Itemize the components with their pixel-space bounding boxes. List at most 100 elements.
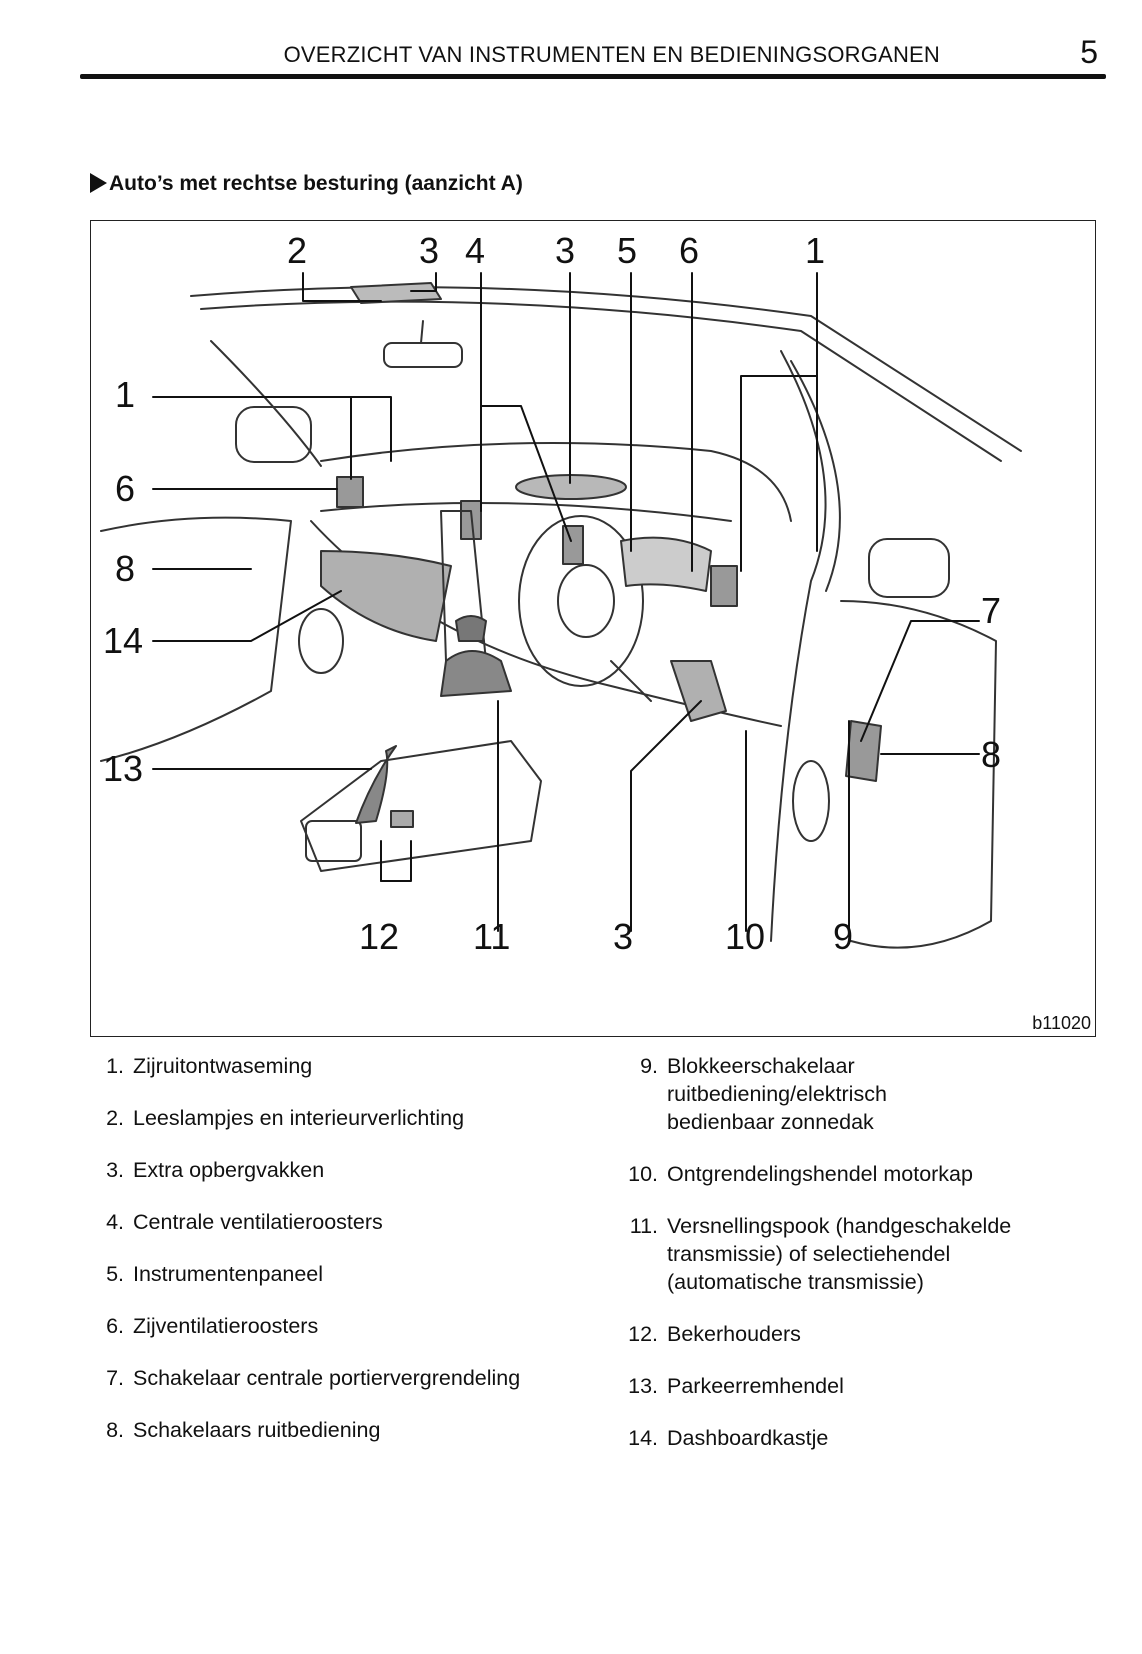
legend-number: 2. bbox=[106, 1106, 124, 1130]
callout-number: 4 bbox=[465, 230, 486, 271]
legend-text: Dashboardkastje bbox=[667, 1426, 829, 1450]
gear-knob bbox=[455, 615, 487, 642]
glove-box bbox=[320, 550, 452, 642]
right-speaker bbox=[792, 760, 830, 842]
left-speaker bbox=[298, 608, 344, 674]
figure-code: b11020 bbox=[1032, 1013, 1091, 1033]
instrument-panel bbox=[620, 536, 712, 592]
cup-holder-1 bbox=[305, 820, 362, 862]
legend-text: Parkeerremhendel bbox=[667, 1374, 844, 1398]
side-vent-left bbox=[336, 476, 364, 508]
left-side-mirror bbox=[235, 406, 312, 463]
steering-column bbox=[610, 660, 652, 702]
a-pillar-right-inner bbox=[790, 360, 841, 592]
right-door-panel bbox=[840, 600, 997, 949]
legend-item: 6.Zijventilatieroosters bbox=[90, 1312, 610, 1340]
legend-text: Centrale ventilatieroosters bbox=[133, 1210, 383, 1234]
legend-item: 2. Leeslampjes en interieurverlichting bbox=[90, 1104, 610, 1132]
legend-number: 3. bbox=[106, 1158, 124, 1182]
callout-number: 14 bbox=[103, 620, 144, 661]
legend-text: Bekerhouders bbox=[667, 1322, 801, 1346]
legend-text: Leeslampjes en interieurverlichting bbox=[133, 1106, 465, 1130]
dashboard-front bbox=[320, 502, 732, 522]
legend-item: 11. Versnellingspook (handgeschakelde tra… bbox=[612, 1212, 1112, 1296]
legend-item: 3. Extra opbergvakken bbox=[90, 1156, 610, 1184]
legend-number: 11. bbox=[629, 1214, 658, 1238]
legend-item: 10. Ontgrendelingshendel motorkap bbox=[612, 1160, 1112, 1188]
callout-number: 13 bbox=[103, 748, 144, 789]
legend-number: 7. bbox=[106, 1366, 124, 1390]
legend-item: 7. Schakelaar centrale portiervergrendeli… bbox=[90, 1364, 610, 1392]
page-header: OVERZICHT VAN INSTRUMENTEN EN BEDIENINGS… bbox=[80, 34, 1106, 79]
callout-number: 8 bbox=[115, 548, 136, 589]
legend-number: 10. bbox=[628, 1162, 658, 1186]
left-door-panel bbox=[100, 516, 292, 762]
legend-number: 13. bbox=[628, 1374, 658, 1398]
overhead-console bbox=[350, 282, 442, 304]
legend-left-column: 1. Zijruitontwaseming 2. Leeslampjes en in… bbox=[90, 1052, 610, 1468]
right-window-switches bbox=[845, 720, 882, 782]
legend-item: 8. Schakelaars ruitbediening bbox=[90, 1416, 610, 1444]
triangle-bullet-icon bbox=[90, 173, 107, 193]
callout-number: 1 bbox=[115, 374, 136, 415]
header-title: OVERZICHT VAN INSTRUMENTEN EN BEDIENINGS… bbox=[283, 42, 940, 67]
callout-number: 3 bbox=[555, 230, 576, 271]
console-floor bbox=[300, 740, 542, 872]
legend-number: 8. bbox=[106, 1418, 124, 1442]
callout-number: 6 bbox=[679, 230, 700, 271]
dashboard-illustration: 2 3 4 3 5 6 1 1 6 8 14 13 7 8 12 11 3 10… bbox=[90, 220, 1096, 1037]
legend-right-column: 9. Blokkeerschakelaar ruitbediening/elekt… bbox=[612, 1052, 1112, 1476]
steering-hub bbox=[557, 564, 615, 638]
legend-number: 9. bbox=[640, 1054, 658, 1078]
legend-text: Ontgrendelingshendel motorkap bbox=[667, 1162, 973, 1186]
legend-item: 13. Parkeerremhendel bbox=[612, 1372, 1112, 1400]
legend-number: 12. bbox=[628, 1322, 658, 1346]
rear-view-mirror bbox=[383, 342, 463, 368]
legend-number: 4. bbox=[106, 1210, 124, 1234]
callout-number: 8 bbox=[981, 734, 1002, 775]
legend-item: 4. Centrale ventilatieroosters bbox=[90, 1208, 610, 1236]
legend-item: 9. Blokkeerschakelaar ruitbediening/elekt… bbox=[612, 1052, 1112, 1136]
section-heading: Auto’s met rechtse besturing (aanzicht A… bbox=[90, 172, 523, 196]
legend-number: 5. bbox=[106, 1262, 124, 1286]
mirror-stem bbox=[420, 320, 424, 344]
legend-number: 14. bbox=[628, 1426, 658, 1450]
legend-number: 1. bbox=[106, 1054, 124, 1078]
legend-text: Blokkeerschakelaar ruitbediening/elektri… bbox=[667, 1054, 887, 1134]
gear-boot bbox=[440, 650, 512, 697]
leader-lines bbox=[152, 272, 980, 932]
a-pillar-left bbox=[210, 340, 322, 467]
legend-number: 6. bbox=[106, 1314, 124, 1338]
legend-text: Schakelaar centrale portiervergrendeling bbox=[133, 1366, 521, 1390]
right-side-mirror bbox=[868, 538, 950, 598]
callout-number: 11 bbox=[473, 916, 511, 957]
legend-item: 5. Instrumentenpaneel bbox=[90, 1260, 610, 1288]
callout-number: 6 bbox=[115, 468, 136, 509]
steering-wheel bbox=[518, 515, 644, 687]
callout-number: 3 bbox=[419, 230, 440, 271]
legend-text: Instrumentenpaneel bbox=[133, 1262, 324, 1286]
legend-text: Versnellingspook (handgeschakelde transm… bbox=[667, 1214, 1012, 1294]
callout-number: 7 bbox=[981, 590, 1002, 631]
legend-text: Schakelaars ruitbediening bbox=[133, 1418, 381, 1442]
section-heading-text: Auto’s met rechtse besturing (aanzicht A… bbox=[109, 172, 523, 195]
callout-number: 12 bbox=[359, 916, 400, 957]
legend-text: Zijruitontwaseming bbox=[133, 1054, 313, 1078]
dashboard-top bbox=[320, 442, 792, 522]
callout-number: 9 bbox=[833, 916, 854, 957]
callout-number: 10 bbox=[725, 916, 766, 957]
callout-number: 1 bbox=[805, 230, 826, 271]
legend-item: 14. Dashboardkastje bbox=[612, 1424, 1112, 1452]
legend-text: Extra opbergvakken bbox=[133, 1158, 325, 1182]
callout-number: 5 bbox=[617, 230, 638, 271]
dashboard-drawing bbox=[100, 272, 1022, 949]
header-rule bbox=[80, 74, 1106, 79]
legend-item: 12. Bekerhouders bbox=[612, 1320, 1112, 1348]
legend-item: 1. Zijruitontwaseming bbox=[90, 1052, 610, 1080]
callout-number: 3 bbox=[613, 916, 634, 957]
roof-line bbox=[190, 286, 1022, 452]
roof-inner-line bbox=[200, 300, 1002, 462]
center-vent-right bbox=[562, 525, 584, 565]
parking-brake bbox=[355, 745, 397, 824]
side-vent-right bbox=[710, 565, 738, 607]
